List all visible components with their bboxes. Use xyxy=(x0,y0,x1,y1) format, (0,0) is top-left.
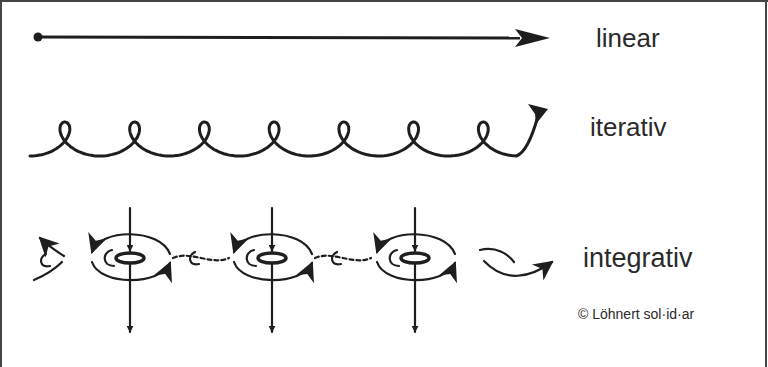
linear-arrow xyxy=(34,29,551,47)
iterative-spiral xyxy=(30,104,548,156)
integrative-cycles xyxy=(34,208,552,332)
type-label: integrativ xyxy=(583,242,693,274)
copyright-note: © Löhnert sol·id·ar xyxy=(578,306,694,323)
type-label: linear xyxy=(596,23,660,54)
frame-line xyxy=(765,0,767,367)
frame-line xyxy=(0,0,2,367)
type-label: iterativ xyxy=(590,112,667,143)
frame-line xyxy=(0,0,768,2)
